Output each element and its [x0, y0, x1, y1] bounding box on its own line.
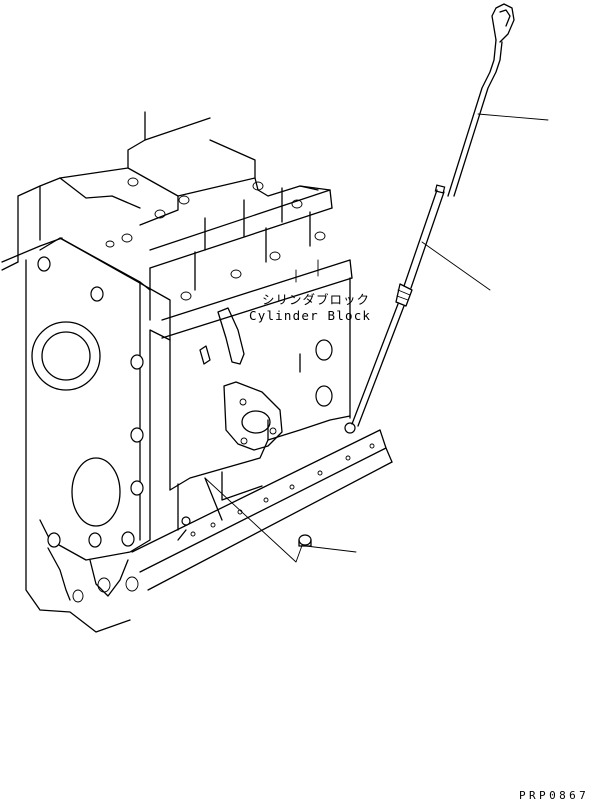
pan-rail — [131, 422, 393, 591]
dipstick-guide-tube — [351, 184, 446, 427]
dipstick — [447, 3, 515, 197]
plug — [298, 534, 312, 547]
front-cover — [25, 237, 171, 633]
cylinder-block — [1, 111, 353, 531]
drawing-code: PRP0867 — [519, 789, 590, 802]
cylinder-block-label-jp: シリンダブロック — [262, 292, 371, 307]
callout-leaders — [204, 113, 549, 563]
cylinder-block-label-en: Cylinder Block — [249, 308, 372, 323]
